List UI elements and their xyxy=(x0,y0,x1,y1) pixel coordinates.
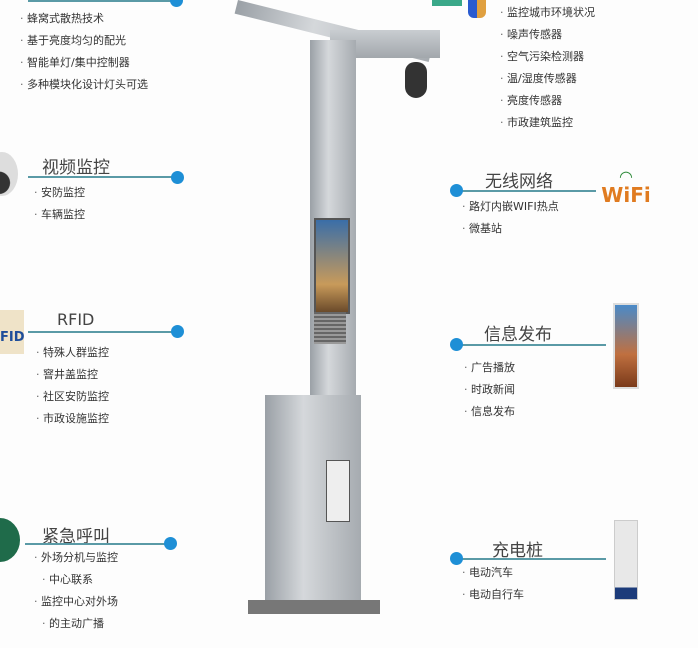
connector-line xyxy=(28,176,178,178)
charging-panel xyxy=(326,460,350,522)
charging-title: 充电桩 xyxy=(492,541,543,561)
list-item: 时政新闻 xyxy=(464,379,515,401)
rfid-icon: FID xyxy=(0,310,25,354)
sos-icon xyxy=(0,518,20,562)
emergency-items: 外场分机与监控 中心联系 监控中心对外场 的主动广播 xyxy=(34,547,118,635)
connector-dot xyxy=(450,184,463,197)
environment-items: 监控城市环境状况 噪声传感器 空气污染检测器 温/湿度传感器 亮度传感器 市政建… xyxy=(500,2,595,134)
connector-line xyxy=(456,558,606,560)
connector-line xyxy=(456,344,606,346)
rfid-items: 特殊人群监控 窨井盖监控 社区安防监控 市政设施监控 xyxy=(36,342,109,430)
pole-speaker xyxy=(314,312,346,344)
list-item: 特殊人群监控 xyxy=(36,342,109,364)
list-item: 电动自行车 xyxy=(462,584,524,606)
wireless-title: 无线网络 xyxy=(485,172,553,192)
list-item: 窨井盖监控 xyxy=(36,364,109,386)
list-item-continued: 中心联系 xyxy=(34,569,118,591)
list-item: 车辆监控 xyxy=(34,204,85,226)
sensor-icon xyxy=(432,0,462,6)
info-screen-icon xyxy=(613,303,639,389)
list-item: 市政建筑监控 xyxy=(500,112,595,134)
list-item-continued: 的主动广播 xyxy=(34,613,118,635)
lighting-items: 蜂窝式散热技术 基于亮度均匀的配光 智能单灯/集中控制器 多种模块化设计灯头可选 xyxy=(20,8,148,96)
list-item: 安防监控 xyxy=(34,182,85,204)
rfid-title: RFID xyxy=(57,310,95,329)
list-item: 智能单灯/集中控制器 xyxy=(20,52,148,74)
thermometer-icon xyxy=(468,0,486,18)
list-item: 监控中心对外场 xyxy=(34,591,118,613)
list-item: 温/湿度传感器 xyxy=(500,68,595,90)
connector-dot xyxy=(171,325,184,338)
list-item: 蜂窝式散热技术 xyxy=(20,8,148,30)
wireless-items: 路灯内嵌WIFI热点 微基站 xyxy=(462,196,559,240)
connector-line xyxy=(25,543,175,545)
connector-dot xyxy=(171,171,184,184)
info-items: 广告播放 时政新闻 信息发布 xyxy=(464,357,515,423)
video-title: 视频监控 xyxy=(42,158,110,178)
list-item: 广告播放 xyxy=(464,357,515,379)
list-item: 路灯内嵌WIFI热点 xyxy=(462,196,559,218)
video-items: 安防监控 车辆监控 xyxy=(34,182,85,226)
charging-items: 电动汽车 电动自行车 xyxy=(462,562,524,606)
list-item: 基于亮度均匀的配光 xyxy=(20,30,148,52)
list-item: 多种模块化设计灯头可选 xyxy=(20,74,148,96)
camera-icon xyxy=(405,62,427,98)
list-item: 亮度传感器 xyxy=(500,90,595,112)
info-title: 信息发布 xyxy=(484,325,552,345)
list-item: 市政设施监控 xyxy=(36,408,109,430)
list-item: 监控城市环境状况 xyxy=(500,2,595,24)
wifi-icon: ◠ WiFi xyxy=(601,167,651,207)
pole-base xyxy=(248,600,380,614)
list-item: 噪声传感器 xyxy=(500,24,595,46)
wifi-signal-icon: ◠ xyxy=(619,167,633,186)
connector-dot xyxy=(450,338,463,351)
emergency-title: 紧急呼叫 xyxy=(42,527,110,547)
list-item: 信息发布 xyxy=(464,401,515,423)
connector-line xyxy=(28,0,178,2)
list-item: 外场分机与监控 xyxy=(34,547,118,569)
connector-dot xyxy=(170,0,183,7)
dome-camera-icon xyxy=(0,152,18,196)
connector-dot xyxy=(450,552,463,565)
connector-dot xyxy=(164,537,177,550)
pole-screen xyxy=(314,218,350,314)
list-item: 电动汽车 xyxy=(462,562,524,584)
list-item: 空气污染检测器 xyxy=(500,46,595,68)
charger-icon xyxy=(614,520,638,600)
connector-line xyxy=(28,331,178,333)
list-item: 社区安防监控 xyxy=(36,386,109,408)
list-item: 微基站 xyxy=(462,218,559,240)
connector-line xyxy=(456,190,596,192)
